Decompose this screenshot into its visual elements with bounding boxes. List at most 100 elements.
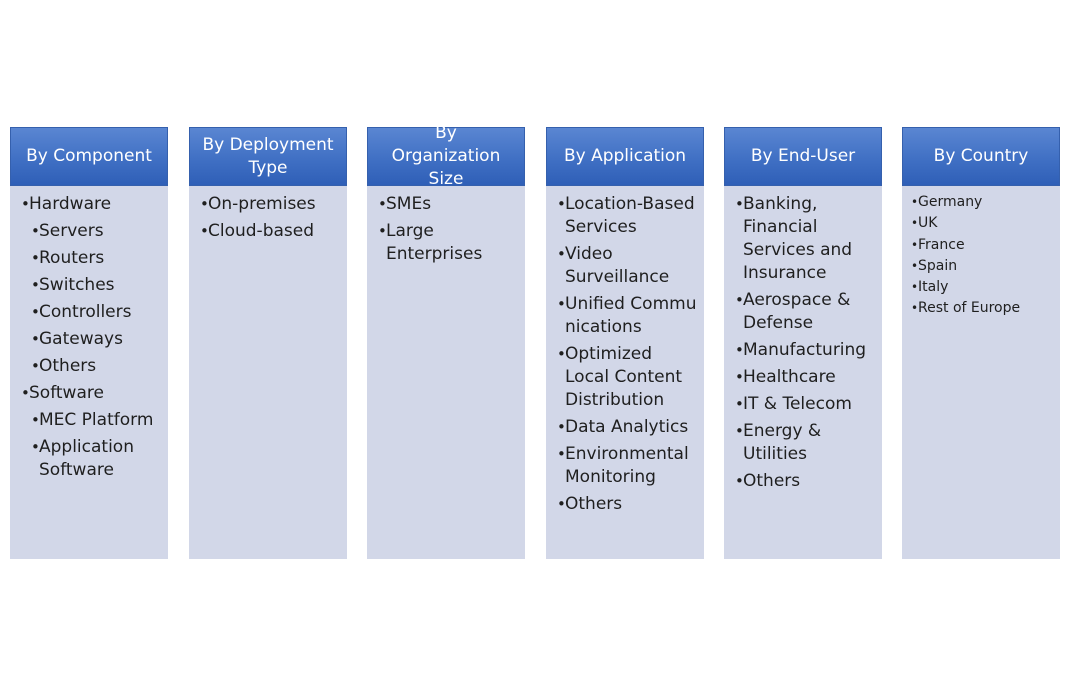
list-item-text: Manufacturing — [743, 340, 867, 360]
list-item: •France — [902, 236, 1060, 255]
bullet-icon: • — [735, 195, 744, 213]
list-item-text: Environmental Monitoring — [565, 444, 689, 487]
list-item: •Healthcare — [724, 366, 882, 389]
bullet-icon: • — [31, 357, 40, 375]
bullet-icon: • — [735, 472, 744, 490]
list-item-text: Location-Based Services — [565, 194, 695, 237]
bullet-icon: • — [31, 438, 40, 456]
list-item: •Manufacturing — [724, 339, 882, 362]
bullet-icon: • — [911, 258, 919, 273]
column-by-application: By Application •Location-Based Services … — [546, 127, 704, 559]
column-by-organization-size: By Organization Size • SMEs •Large Enterp… — [367, 123, 525, 559]
bullet-icon: • — [911, 280, 919, 295]
bullet-icon: • — [31, 411, 40, 429]
list-item-text: Others — [39, 356, 97, 376]
item-list: •On-premises •Cloud-based — [189, 193, 347, 247]
list-item-text: Gateways — [39, 329, 123, 349]
list-item-text: Switches — [39, 275, 115, 295]
bullet-icon: • — [735, 291, 744, 309]
bullet-icon: • — [557, 345, 566, 363]
list-item-text: Controllers — [39, 302, 132, 322]
bullet-icon: • — [21, 384, 30, 402]
list-item-text: UK — [918, 215, 938, 232]
bullet-icon: • — [735, 395, 744, 413]
list-item: •Others — [724, 470, 882, 493]
column-heading-text: By Component — [26, 146, 152, 166]
list-item-text: Cloud-based — [208, 221, 315, 241]
item-list: •Hardware •Servers •Routers •Switches •C… — [10, 193, 168, 486]
column-body — [546, 127, 704, 559]
list-item: •Application Software — [10, 436, 168, 482]
bullet-icon: • — [200, 222, 209, 240]
list-item-text: Servers — [39, 221, 104, 241]
bullet-icon: • — [557, 295, 566, 313]
list-item-text: Banking, Financial Services and Insuranc… — [743, 194, 853, 283]
list-item: •Video Surveillance — [546, 243, 704, 289]
list-item: •Germany — [902, 193, 1060, 212]
column-heading-text: By End-User — [750, 146, 856, 166]
list-item-text: Germany — [918, 194, 983, 210]
bullet-icon: • — [557, 495, 566, 513]
list-item-text: Others — [565, 494, 623, 514]
list-item-text: Routers — [39, 248, 105, 268]
item-list: •Germany •UK •France •Spain •Italy •Rest… — [902, 193, 1060, 321]
bullet-icon: • — [735, 368, 744, 386]
list-item-text: Spain — [918, 257, 958, 274]
list-item-text: Large Enterprises — [386, 221, 483, 264]
column-by-country: By Country •Germany •UK •France •Spain •… — [902, 127, 1060, 559]
list-item: •Gateways — [10, 328, 168, 351]
list-item: •Others — [546, 493, 704, 516]
item-list: •Banking, Financial Services and Insuran… — [724, 193, 882, 497]
bullet-icon: • — [200, 195, 209, 213]
list-item-text: France — [918, 236, 965, 253]
bullet-icon: • — [911, 301, 919, 316]
list-item-text: SMEs — [386, 194, 432, 214]
list-item: •MEC Platform — [10, 409, 168, 432]
list-item: •IT & Telecom — [724, 393, 882, 416]
list-item: •Unified Communications — [546, 293, 704, 339]
column-by-end-user: By End-User •Banking, Financial Services… — [724, 127, 882, 559]
list-item-text: IT & Telecom — [743, 394, 852, 414]
column-body — [902, 127, 1060, 559]
bullet-icon: • — [31, 330, 40, 348]
bullet-icon: • — [557, 195, 566, 213]
bullet-icon: • — [31, 222, 40, 240]
list-item: •Others — [10, 355, 168, 378]
list-item: •Hardware — [10, 193, 168, 216]
list-item: •Routers — [10, 247, 168, 270]
list-item: •Optimized Local Content Distribution — [546, 343, 704, 412]
list-item-text: Rest of Europe — [918, 300, 1021, 317]
column-heading: By Country — [902, 127, 1060, 186]
bullet-icon: • — [911, 237, 919, 252]
list-item: •Large Enterprises — [367, 220, 525, 266]
list-item-text: Software — [29, 383, 104, 403]
column-by-component: By Component •Hardware •Servers •Routers… — [10, 127, 168, 559]
bullet-icon: • — [21, 195, 30, 213]
list-item-text: Italy — [918, 279, 949, 296]
list-item: •Switches — [10, 274, 168, 297]
list-item-text: Application Software — [39, 437, 134, 480]
list-item: •UK — [902, 214, 1060, 233]
column-heading: By Organization Size — [367, 123, 525, 189]
list-item-text: Optimized Local Content Distribution — [565, 344, 683, 410]
bullet-icon: • — [911, 195, 919, 209]
list-item-text: Others — [743, 471, 801, 491]
item-list: •Location-Based Services •Video Surveill… — [546, 193, 704, 520]
list-item-text: Aerospace & Defense — [743, 290, 851, 333]
item-list: • SMEs •Large Enterprises — [367, 193, 525, 270]
list-item: •Spain — [902, 257, 1060, 276]
list-item: •Software — [10, 382, 168, 405]
list-item: •Aerospace & Defense — [724, 289, 882, 335]
list-item: •Italy — [902, 278, 1060, 297]
bullet-icon: • — [557, 245, 566, 263]
bullet-icon: • — [911, 216, 919, 231]
column-heading: By Deployment Type — [189, 127, 347, 186]
column-heading: By Component — [10, 127, 168, 186]
list-item-text: Video Surveillance — [565, 244, 670, 287]
list-item: •Servers — [10, 220, 168, 243]
column-heading: By Application — [546, 127, 704, 186]
column-heading: By End-User — [724, 127, 882, 186]
bullet-icon: • — [378, 222, 387, 240]
list-item-text: Unified Communications — [565, 294, 697, 337]
column-body — [189, 127, 347, 559]
